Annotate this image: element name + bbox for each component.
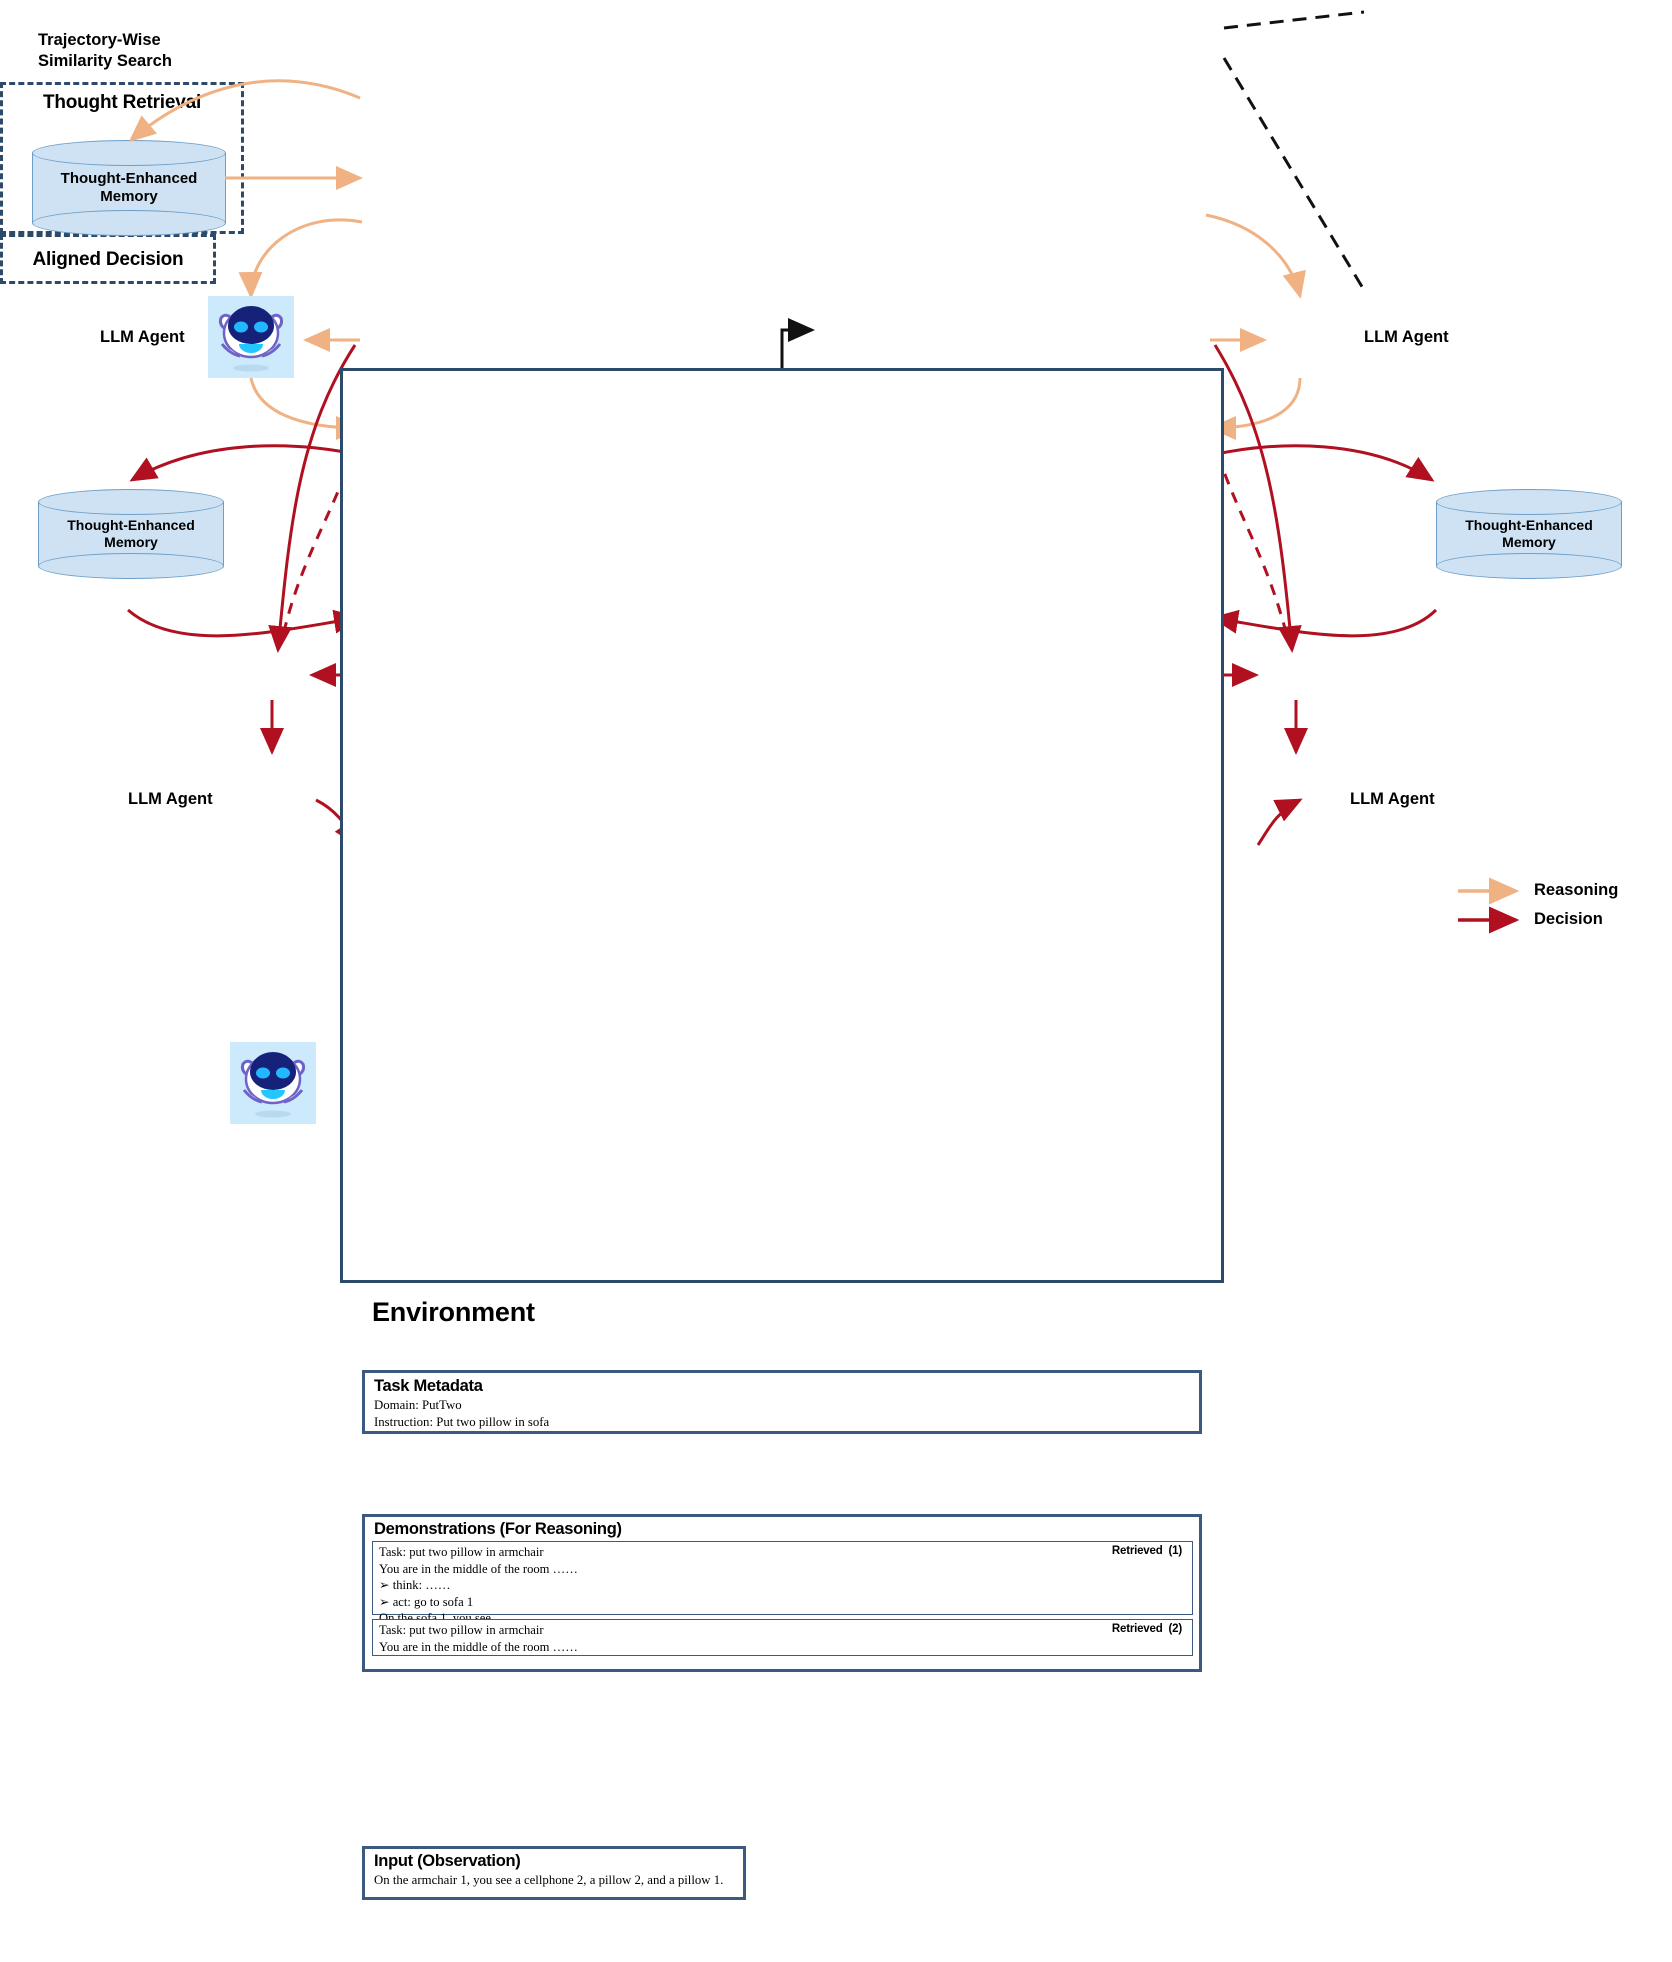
- llm-agent-label-left-bottom: LLM Agent: [128, 790, 213, 808]
- demo-card[interactable]: Task: put two pillow in armchair You are…: [372, 1541, 1193, 1625]
- cylinder-bottom-ellipse: [38, 553, 224, 579]
- retrieved-label: Retrieved (1): [1111, 1545, 1182, 1557]
- cylinder-bottom-ellipse: [1436, 553, 1622, 579]
- cylinder-top-ellipse: [1436, 489, 1622, 515]
- llm-agent-label-right-bottom: LLM Agent: [1350, 790, 1435, 808]
- llm-agent-label-left-top: LLM Agent: [100, 328, 185, 346]
- memory-label-right: Thought-Enhanced Memory: [1465, 517, 1593, 550]
- memory-cylinder-left-mid: Thought-Enhanced Memory: [38, 489, 224, 579]
- robot-icon: [240, 1052, 306, 1118]
- robot-icon: [218, 306, 284, 372]
- demo-card-text: Task: put two pillow in armchair You are…: [379, 1623, 578, 1654]
- cylinder-top-ellipse: [32, 140, 226, 166]
- input-observation-title-t: Input (Observation): [374, 1852, 521, 1870]
- retrieved-label: Retrieved (2): [1111, 1623, 1182, 1635]
- memory-cylinder-right: Thought-Enhanced Memory: [1436, 489, 1622, 579]
- input-observation-panel-t: Input (Observation) On the armchair 1, y…: [362, 1846, 746, 1900]
- task-metadata-domain: Domain: PutTwo: [374, 1398, 462, 1412]
- similarity-search-label: Trajectory-Wise Similarity Search: [38, 31, 172, 70]
- environment-title: Environment: [372, 1297, 535, 1327]
- demo-card-text: Task: put two pillow in armchair You are…: [379, 1545, 578, 1625]
- input-observation-text-t: On the armchair 1, you see a cellphone 2…: [374, 1873, 724, 1887]
- llm-agent-label-right-top: LLM Agent: [1364, 328, 1449, 346]
- memory-label-top: Thought-Enhanced Memory: [60, 170, 198, 205]
- llm-agent-box-left-top[interactable]: [208, 296, 294, 378]
- llm-agent-box-left-bottom[interactable]: [230, 1042, 316, 1124]
- memory-label-left-mid: Thought-Enhanced Memory: [67, 517, 195, 550]
- demo-card[interactable]: Task: put two pillow in armchair You are…: [372, 1619, 1193, 1656]
- demos-reasoning-panel: Demonstrations (For Reasoning) Task: put…: [362, 1514, 1202, 1672]
- environment-panel: [340, 368, 1224, 1283]
- cylinder-bottom-ellipse: [32, 210, 226, 236]
- task-metadata-title: Task Metadata: [374, 1377, 483, 1395]
- aligned-decision-label-left: Aligned Decision: [32, 249, 184, 270]
- task-metadata-instruction: Instruction: Put two pillow in sofa: [374, 1415, 550, 1430]
- demos-reasoning-title: Demonstrations (For Reasoning): [374, 1520, 622, 1538]
- memory-cylinder-top: Thought-Enhanced Memory: [32, 140, 226, 236]
- cylinder-top-ellipse: [38, 489, 224, 515]
- legend-reasoning-label: Reasoning: [1534, 881, 1619, 899]
- task-metadata-panel: Task Metadata Domain: PutTwo Instruction…: [362, 1370, 1202, 1434]
- legend-decision-label: Decision: [1534, 910, 1603, 928]
- thought-retrieval-label-left: Thought Retrieval: [42, 92, 202, 113]
- aligned-decision-box-left: Aligned Decision: [0, 234, 216, 284]
